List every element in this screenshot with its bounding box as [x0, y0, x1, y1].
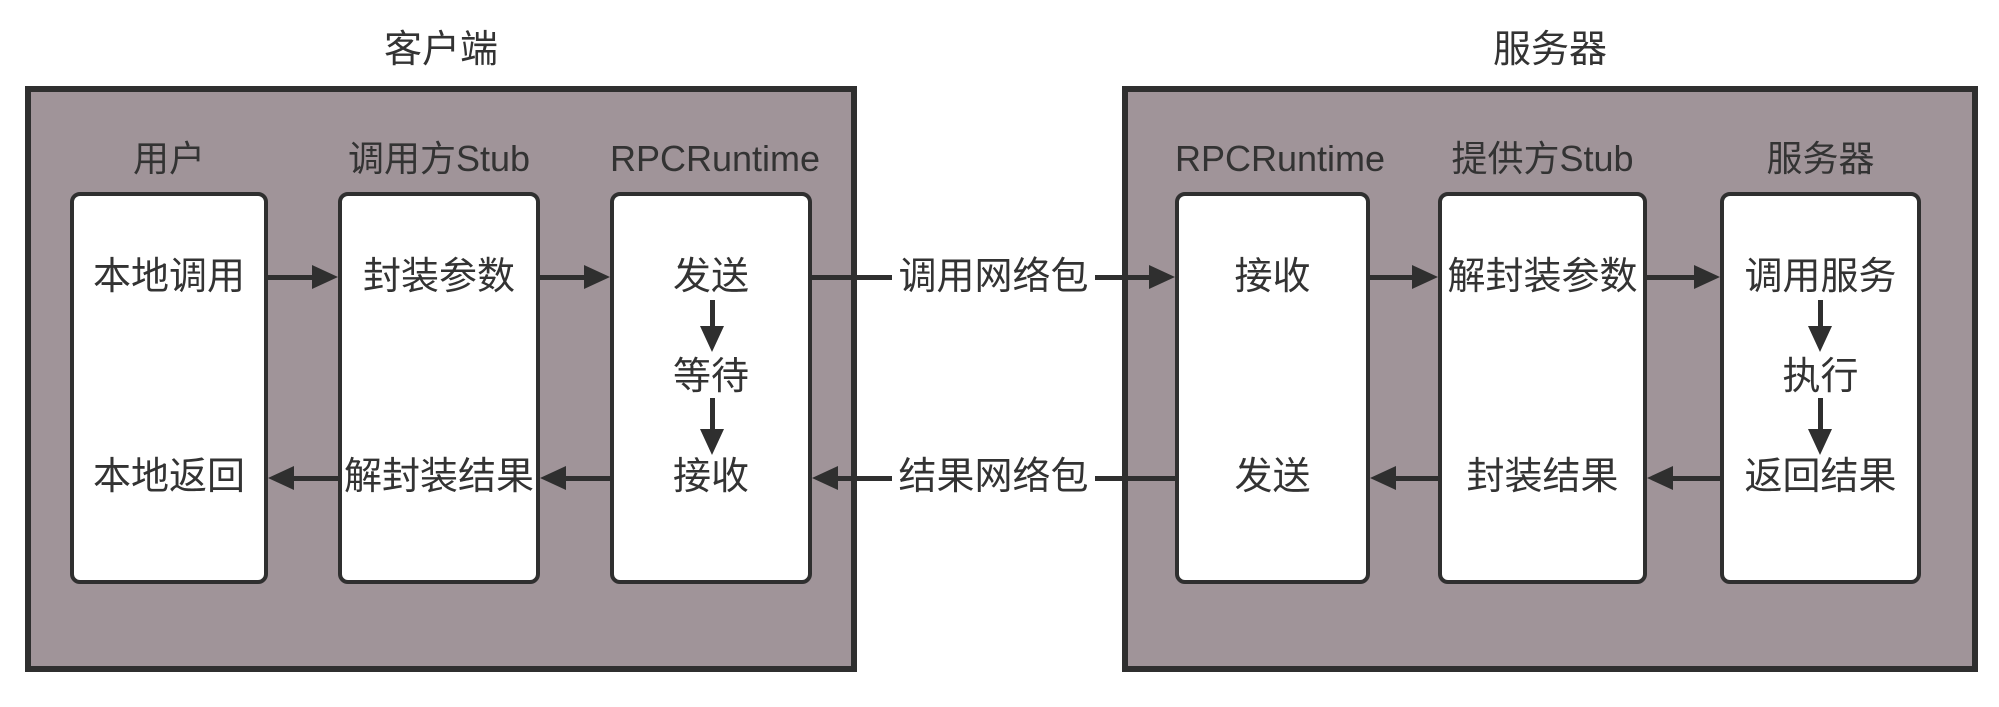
arrow-line [1647, 275, 1700, 280]
step-execute: 执行 [1782, 356, 1859, 398]
arrow-head-icon [1370, 466, 1396, 490]
server-server-column-label: 服务器 [1766, 138, 1875, 179]
arrow-head-icon [584, 265, 610, 289]
client-rpcruntime-box [610, 192, 812, 584]
client-rpcruntime-column-label: RPCRuntime [610, 138, 821, 179]
arrow-send-to-wait [700, 300, 724, 352]
arrow-pack-result-to-send [1370, 466, 1438, 490]
arrow-head-icon [700, 326, 724, 352]
arrow-return-result-to-pack-result [1647, 466, 1720, 490]
step-server-send: 发送 [1234, 456, 1311, 498]
client-group-title: 客户端 [383, 29, 498, 71]
arrow-unpack-params-to-call-service [1647, 265, 1720, 289]
step-pack-result: 封装结果 [1466, 456, 1619, 498]
server-rpcruntime-column-label: RPCRuntime [1175, 138, 1386, 179]
step-pack-params: 封装参数 [362, 256, 515, 298]
step-client-wait: 等待 [672, 356, 749, 398]
arrow-line [1390, 476, 1438, 481]
arrow-line [710, 300, 715, 332]
request-packet-label: 调用网络包 [812, 257, 1175, 297]
step-return-result: 返回结果 [1744, 456, 1897, 498]
client-caller-stub-column-label: 调用方Stub [347, 138, 531, 179]
arrow-head-icon [1647, 466, 1673, 490]
arrow-head-icon [268, 466, 294, 490]
arrow-pack-params-to-send [540, 265, 610, 289]
arrow-receive-to-unpack-result [540, 466, 610, 490]
arrow-head-icon [1412, 265, 1438, 289]
arrow-line [560, 476, 610, 481]
step-unpack-params: 解封装参数 [1447, 256, 1638, 298]
arrow-receive-to-unpack-params [1370, 265, 1438, 289]
arrow-local-call-to-pack-params [268, 265, 338, 289]
step-call-service: 调用服务 [1744, 256, 1897, 298]
arrow-line [1370, 275, 1418, 280]
arrow-call-service-to-execute [1808, 300, 1832, 352]
arrow-head-icon [700, 429, 724, 455]
arrow-line [540, 275, 590, 280]
arrow-head-icon [540, 466, 566, 490]
caller-stub-box [338, 192, 540, 584]
server-rpcruntime-box [1175, 192, 1370, 584]
step-server-receive: 接收 [1234, 256, 1311, 298]
step-local-call: 本地调用 [92, 256, 245, 298]
request-packet-label-text: 调用网络包 [892, 257, 1095, 297]
step-client-receive: 接收 [672, 456, 749, 498]
arrow-head-icon [1808, 326, 1832, 352]
server-box [1720, 192, 1921, 584]
arrow-line [1818, 398, 1823, 435]
step-unpack-result: 解封装结果 [343, 456, 534, 498]
arrow-head-icon [1694, 265, 1720, 289]
response-packet-label: 结果网络包 [812, 457, 1175, 497]
client-user-column-label: 用户 [132, 138, 205, 179]
arrow-line [288, 476, 338, 481]
user-box [70, 192, 268, 584]
response-packet-label-text: 结果网络包 [892, 457, 1095, 497]
provider-stub-box [1438, 192, 1647, 584]
arrow-line [1818, 300, 1823, 332]
arrow-unpack-result-to-local-return [268, 466, 338, 490]
arrow-line [1667, 476, 1720, 481]
arrow-head-icon [812, 466, 838, 490]
server-group-title: 服务器 [1492, 29, 1607, 71]
arrow-wait-to-receive [700, 398, 724, 455]
arrow-head-icon [312, 265, 338, 289]
arrow-execute-to-return-result [1808, 398, 1832, 455]
server-provider-stub-column-label: 提供方Stub [1451, 138, 1634, 179]
step-client-send: 发送 [672, 256, 749, 298]
step-local-return: 本地返回 [92, 456, 245, 498]
arrow-head-icon [1149, 265, 1175, 289]
arrow-head-icon [1808, 429, 1832, 455]
arrow-line [268, 275, 318, 280]
arrow-line [710, 398, 715, 435]
